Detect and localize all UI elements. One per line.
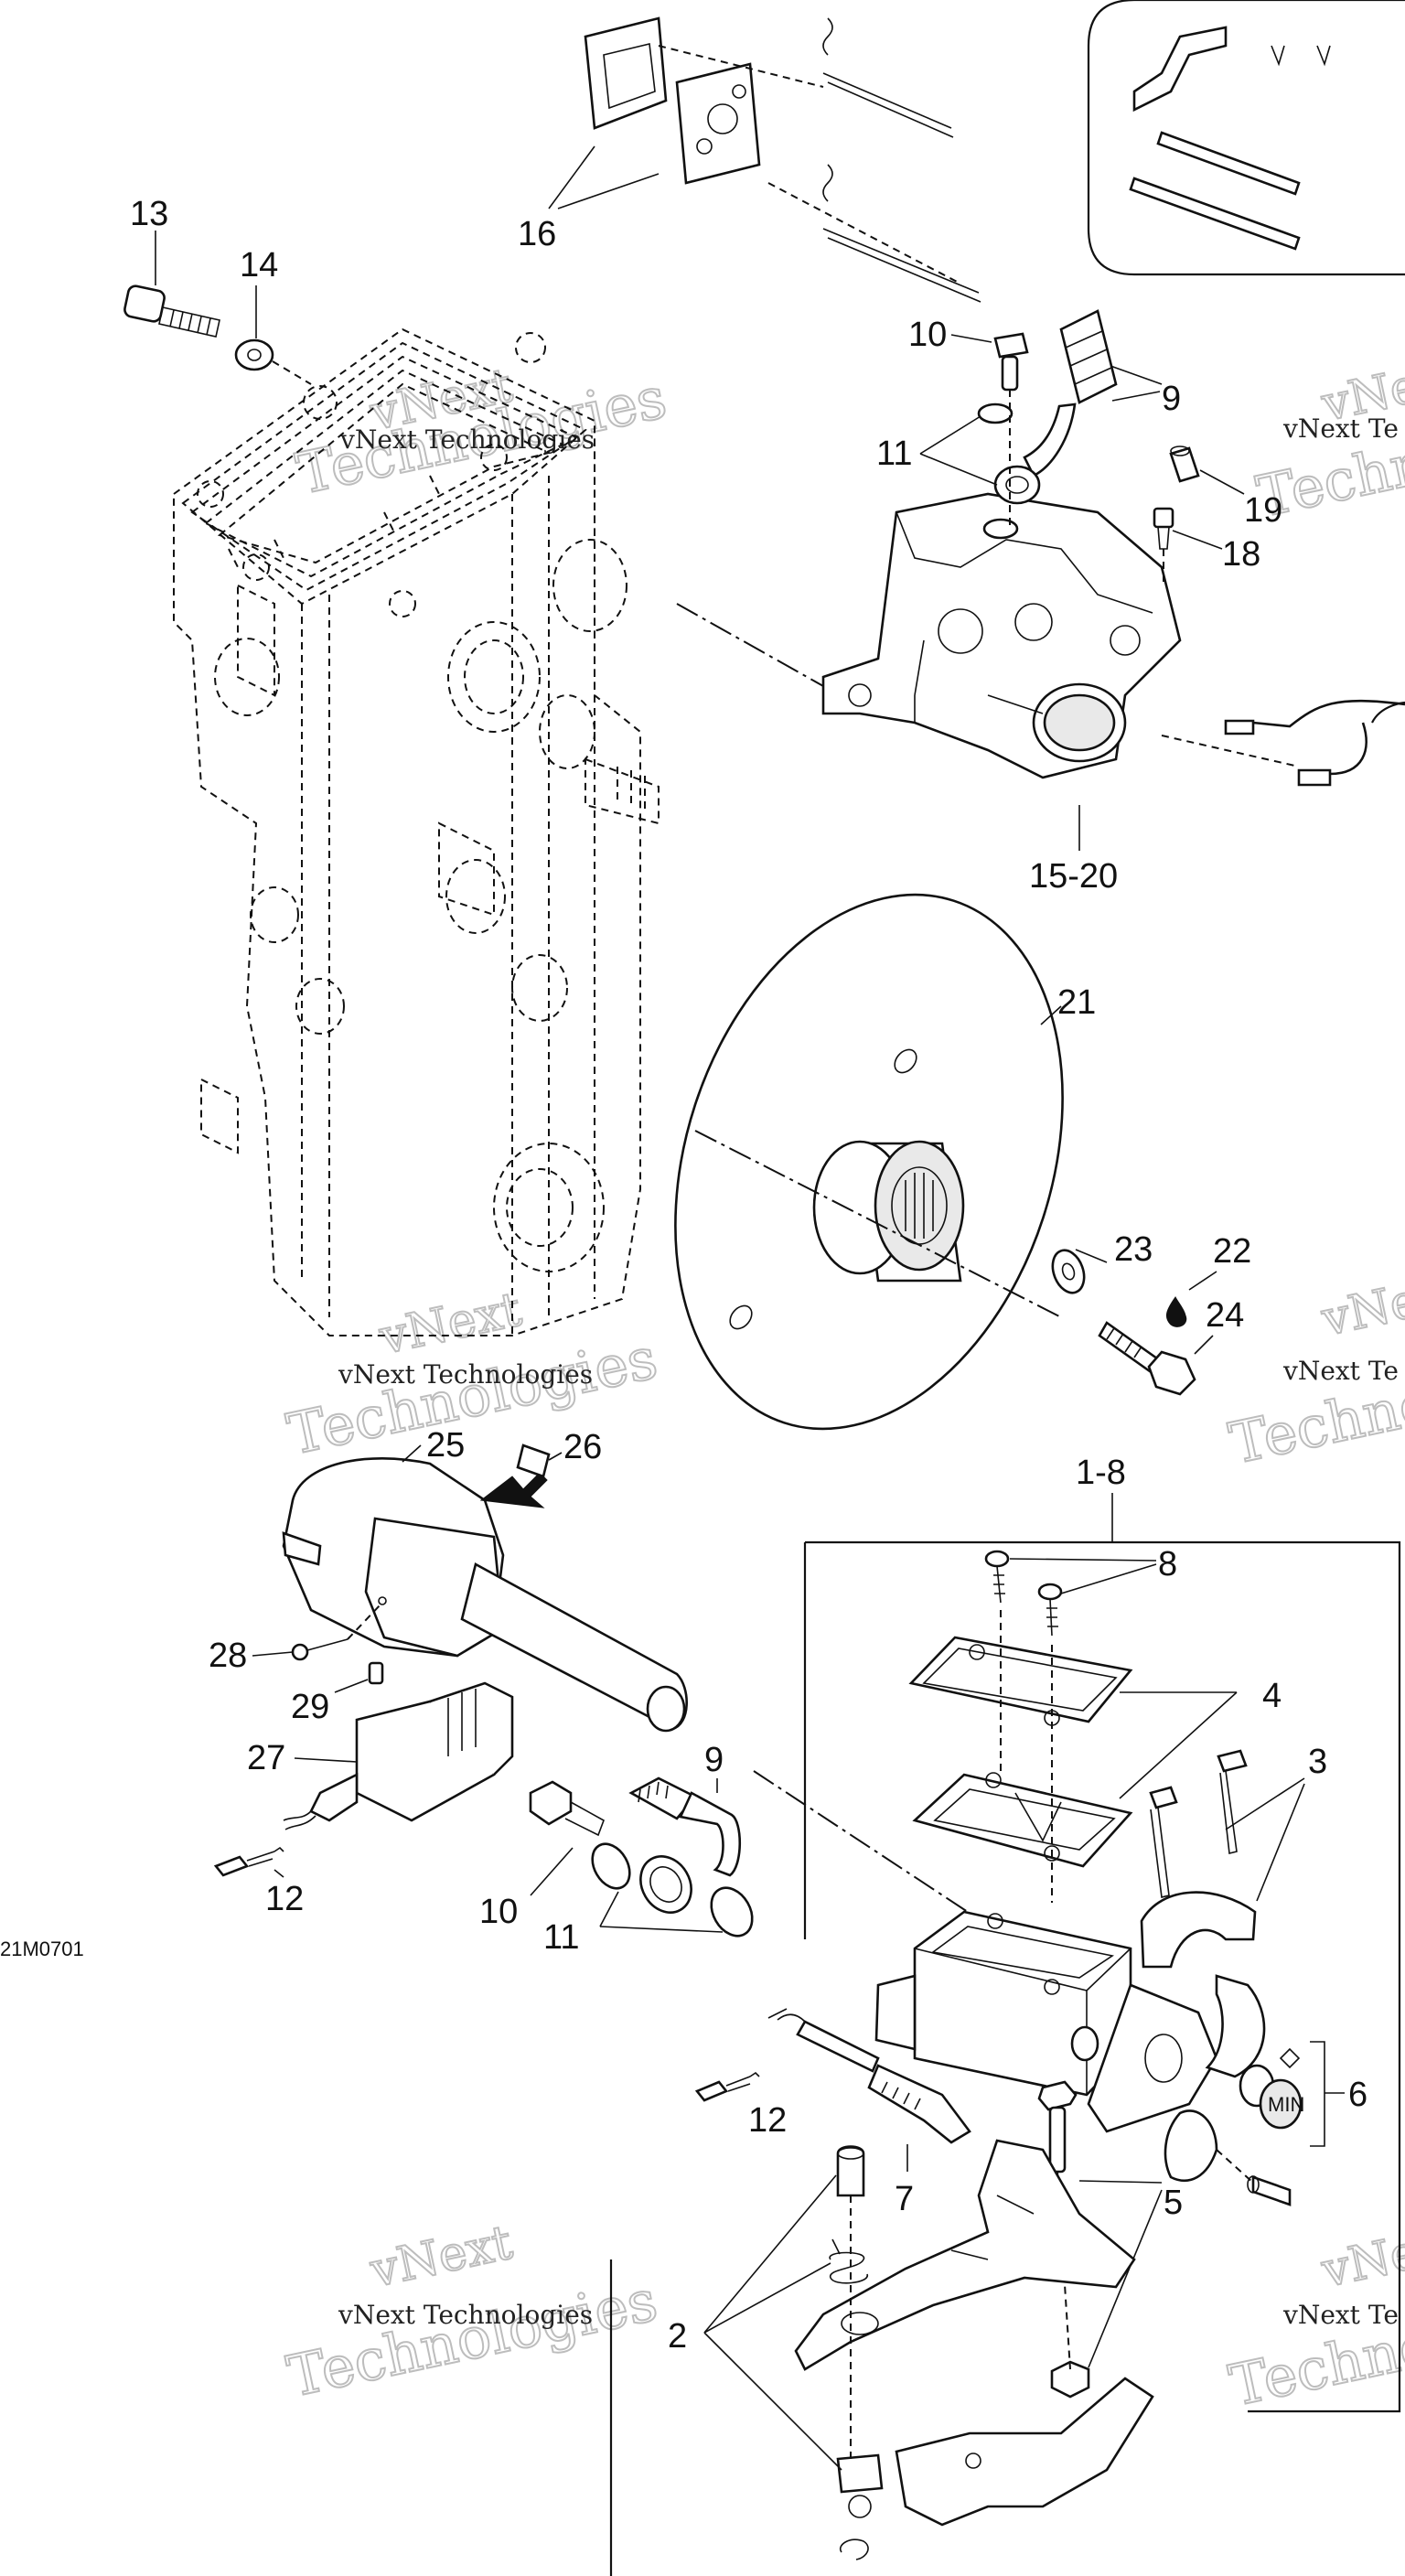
callout-1-8: 1-8 bbox=[1076, 1454, 1126, 1492]
pushrod-7 bbox=[767, 2008, 971, 2144]
callout-5: 5 bbox=[1164, 2184, 1183, 2222]
svg-text:Technologies: Technologies bbox=[282, 2267, 663, 2410]
callout-23: 23 bbox=[1114, 1230, 1153, 1269]
level-plug-label: MIN bbox=[1268, 2093, 1304, 2116]
svg-text:vNext Technologies: vNext Technologies bbox=[338, 2300, 593, 2330]
figure-code: 21M0701 bbox=[0, 1937, 84, 1960]
bolt-24 bbox=[1098, 1321, 1196, 1396]
reservoir-cover-4 bbox=[908, 1636, 1133, 1726]
brake-light-switch-27 bbox=[283, 1681, 514, 1830]
callout-11-lower: 11 bbox=[543, 1918, 579, 1957]
clamp-bolts-3 bbox=[1149, 1749, 1248, 1898]
washer-23 bbox=[1051, 1249, 1086, 1294]
callout-7: 7 bbox=[895, 2180, 914, 2218]
svg-text:vNext Te: vNext Te bbox=[1282, 1356, 1399, 1386]
callout-14: 14 bbox=[240, 246, 278, 284]
sealing-washers-11-top bbox=[977, 402, 1041, 540]
callout-29: 29 bbox=[291, 1688, 329, 1726]
callout-16: 16 bbox=[518, 215, 556, 253]
wire-connector-12-left bbox=[213, 1846, 284, 1877]
threadlocker-drop-22-icon bbox=[1165, 1296, 1187, 1327]
bleeder-screw-18 bbox=[1153, 507, 1174, 550]
callout-26: 26 bbox=[563, 1428, 602, 1466]
callout-12-left: 12 bbox=[265, 1880, 304, 1918]
bushing-and-plug bbox=[1164, 2109, 1292, 2206]
callout-2: 2 bbox=[668, 2317, 687, 2356]
callout-22: 22 bbox=[1213, 1232, 1251, 1271]
watermark-middle: vNext Technologies vNext Technologies bbox=[281, 1282, 664, 1469]
brake-lever-housing-25 bbox=[282, 1457, 688, 1733]
pivot-nut-5 bbox=[1050, 2360, 1090, 2399]
callout-12-right: 12 bbox=[748, 2101, 787, 2140]
pivot-bolt-5 bbox=[1037, 2080, 1078, 2174]
set-screw-29 bbox=[368, 1661, 384, 1685]
callout-15-20: 15-20 bbox=[1029, 857, 1118, 896]
gearbox-housing-phantom bbox=[173, 327, 660, 1336]
lever-retainer-2 bbox=[836, 2453, 884, 2560]
callout-8: 8 bbox=[1158, 1545, 1177, 1583]
cover-screws-8 bbox=[984, 1550, 1063, 1637]
callout-21: 21 bbox=[1057, 983, 1096, 1022]
brake-disc-21 bbox=[674, 893, 1064, 1431]
sealing-washers-11-lower bbox=[591, 1842, 754, 1937]
master-cylinder-body bbox=[874, 1910, 1218, 2133]
callout-6: 6 bbox=[1348, 2076, 1367, 2114]
callout-28: 28 bbox=[209, 1637, 247, 1675]
callout-11-top: 11 bbox=[876, 435, 912, 473]
callout-18: 18 bbox=[1222, 535, 1260, 574]
callout-9-lower: 9 bbox=[704, 1741, 724, 1779]
svg-text:vNext: vNext bbox=[374, 1283, 526, 1366]
tool-inset-box bbox=[1087, 0, 1405, 276]
callout-10-top: 10 bbox=[908, 316, 947, 354]
callout-10-lower: 10 bbox=[479, 1893, 518, 1931]
svg-text:vNext Technologies: vNext Technologies bbox=[338, 1359, 593, 1390]
lever-pin-2 bbox=[836, 2145, 865, 2197]
brake-caliper bbox=[821, 492, 1182, 779]
banjo-bolt-10-lower bbox=[529, 1780, 605, 1837]
callout-19: 19 bbox=[1244, 491, 1282, 530]
washer-14 bbox=[234, 338, 274, 371]
callout-24: 24 bbox=[1206, 1296, 1244, 1335]
callout-4: 4 bbox=[1262, 1677, 1282, 1715]
callout-3: 3 bbox=[1308, 1743, 1327, 1781]
bolt-13 bbox=[123, 284, 220, 338]
level-plug-6: MIN bbox=[1239, 2047, 1304, 2130]
screw-28 bbox=[291, 1638, 349, 1661]
svg-text:vNext: vNext bbox=[365, 2216, 517, 2299]
svg-text:vNext Te: vNext Te bbox=[1282, 2300, 1399, 2330]
svg-text:vNe: vNe bbox=[1316, 1273, 1405, 1347]
svg-text:vNext Te: vNext Te bbox=[1282, 413, 1399, 444]
watermark-right-edges: vNe vNext Te Techno vNe vNext Te Techno … bbox=[1223, 358, 1405, 2420]
brake-line-right bbox=[1224, 699, 1405, 787]
reservoir-gasket-4 bbox=[912, 1772, 1133, 1868]
brake-pads bbox=[584, 16, 961, 284]
callout-25: 25 bbox=[426, 1426, 465, 1465]
banjo-bolt-10-top bbox=[993, 332, 1029, 392]
handlebar-clamps-3 bbox=[1140, 1891, 1266, 2078]
brake-hose-9-lower bbox=[628, 1776, 742, 1877]
bleeder-cap-19 bbox=[1169, 445, 1200, 483]
callout-27: 27 bbox=[247, 1739, 285, 1777]
wire-connector-12-right bbox=[694, 2071, 760, 2102]
brake-hose-9-top bbox=[1023, 309, 1118, 478]
decal-arrow-26-icon bbox=[479, 1444, 551, 1508]
svg-text:vNe: vNe bbox=[1316, 2225, 1405, 2299]
master-cylinder-frame bbox=[803, 1493, 1401, 2413]
watermark-bottom: vNext Technologies vNext Technologies bbox=[281, 2215, 664, 2411]
return-spring-2 bbox=[829, 2238, 868, 2284]
pad-retaining-pins bbox=[822, 17, 981, 303]
callout-13: 13 bbox=[130, 195, 168, 233]
callout-9-top: 9 bbox=[1162, 380, 1181, 418]
